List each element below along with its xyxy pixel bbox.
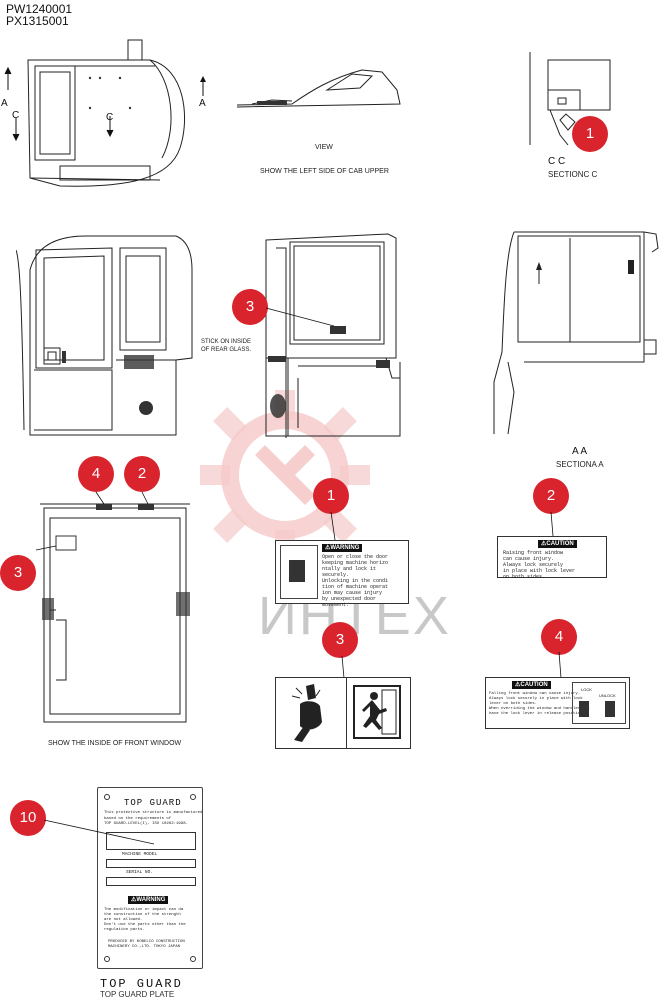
leader-line-3-rear <box>265 307 335 327</box>
section-cc-caption: SECTIONC C <box>548 170 598 179</box>
lever-left-icon <box>579 701 589 717</box>
callout-1-warning-decal: 1 <box>313 478 349 514</box>
plate-warning-text: The modification or impact can da the co… <box>104 908 186 932</box>
emergency-exit-decal <box>275 677 411 749</box>
plate-rivet-br <box>190 956 196 962</box>
rear-glass-note-line1: STICK ON INSIDE <box>201 339 252 345</box>
watermark-gear-logo <box>200 390 370 560</box>
section-aa-label: A A <box>572 446 588 457</box>
front-window-drawing <box>40 503 190 723</box>
caution-decal-text: Raising front window can cause injury. A… <box>503 550 576 580</box>
lock-label: LOCK <box>581 687 592 692</box>
callout-3-front-window: 3 <box>0 555 36 591</box>
caution-decal-lock-lever: ⚠CAUTION Falling front window can cause … <box>485 677 630 729</box>
leader-line-10 <box>43 819 155 845</box>
door-lock-pictogram <box>280 545 318 599</box>
rear-glass-note-line2: OF REAR GLASS. <box>201 347 252 353</box>
left-side-caption: SHOW THE LEFT SIDE OF CAB UPPER <box>260 168 389 175</box>
leader-lines-front-window <box>35 491 149 551</box>
warning-decal-text: Open or close the door keeping machine h… <box>322 554 389 608</box>
section-mark-a-left: A <box>1 98 8 109</box>
plate-machine-model-label: MACHINE MODEL <box>122 852 158 857</box>
lever-right-icon <box>605 701 615 717</box>
callout-4-caution-lock-decal: 4 <box>541 619 577 655</box>
leader-line-1-decal <box>330 512 336 541</box>
exit-running-man-icon <box>353 685 401 739</box>
caution-lock-badge: ⚠CAUTION <box>512 681 551 689</box>
leader-line-3-decal <box>341 656 345 679</box>
lock-lever-pictogram: LOCK UNLOCK <box>572 682 626 724</box>
cab-left-side-drawing <box>16 235 193 436</box>
exit-decal-divider <box>346 678 347 748</box>
caution-lock-text: Falling front window can cause injury. A… <box>489 692 590 716</box>
plate-serial-no-label: SERIAL NO. <box>126 870 154 875</box>
warning-badge: ⚠WARNING <box>322 544 363 552</box>
callout-3-rear-glass: 3 <box>232 289 268 325</box>
part-code-2: PX1315001 <box>6 14 69 28</box>
section-mark-a-right: A <box>199 98 206 109</box>
hammer-hand-icon <box>291 684 322 742</box>
top-guard-subtitle: TOP GUARD PLATE <box>100 990 175 999</box>
callout-10-top-guard: 10 <box>10 800 46 836</box>
caution-decal-front-window: ⚠CAUTION Raising front window can cause … <box>497 536 607 580</box>
warning-decal-door: ⚠WARNING Open or close the door keeping … <box>275 540 409 608</box>
leader-line-4-decal <box>558 652 562 679</box>
callout-4-front-window: 4 <box>78 456 114 492</box>
unlock-label: UNLOCK <box>599 693 616 698</box>
leader-line-2-decal <box>550 512 554 537</box>
cab-upper-left-side-drawing <box>236 69 401 108</box>
plate-maker-text: PRODUCED BY KOBELCO CONSTRUCTION MACHINE… <box>108 940 185 949</box>
cab-top-view-drawing <box>4 39 186 187</box>
section-mark-c-left: C <box>12 110 20 121</box>
section-aa-caption: SECTIONA A <box>556 460 604 469</box>
cab-rear-view-drawing <box>265 233 401 438</box>
section-arrow-right <box>200 76 206 96</box>
plate-title: TOP GUARD <box>124 798 182 808</box>
plate-body: This protective structure is manufacture… <box>104 811 203 826</box>
section-cc-label: C C <box>548 156 566 167</box>
callout-2-caution-decal: 2 <box>533 478 569 514</box>
part-code-1: PW1240001 <box>6 2 73 16</box>
plate-machine-model-field <box>106 859 196 868</box>
plate-rivet-tr <box>190 794 196 800</box>
callout-3-exit-decal: 3 <box>322 622 358 658</box>
front-window-caption: SHOW THE INSIDE OF FRONT WINDOW <box>48 740 182 747</box>
plate-warning-badge: ⚠WARNING <box>128 896 169 904</box>
plate-blank-box <box>106 832 196 850</box>
caution-badge: ⚠CAUTION <box>538 540 577 548</box>
plate-rivet-bl <box>104 956 110 962</box>
top-guard-title: TOP GUARD <box>100 977 183 991</box>
section-mark-c-center: C <box>106 112 114 123</box>
callout-2-front-window: 2 <box>124 456 160 492</box>
top-guard-plate: TOP GUARD This protective structure is m… <box>97 787 203 969</box>
plate-rivet-tl <box>104 794 110 800</box>
callout-1-section-cc: 1 <box>572 116 608 152</box>
plate-serial-no-field <box>106 877 196 886</box>
view-label: VIEW <box>315 144 333 151</box>
section-aa-drawing <box>493 231 659 435</box>
